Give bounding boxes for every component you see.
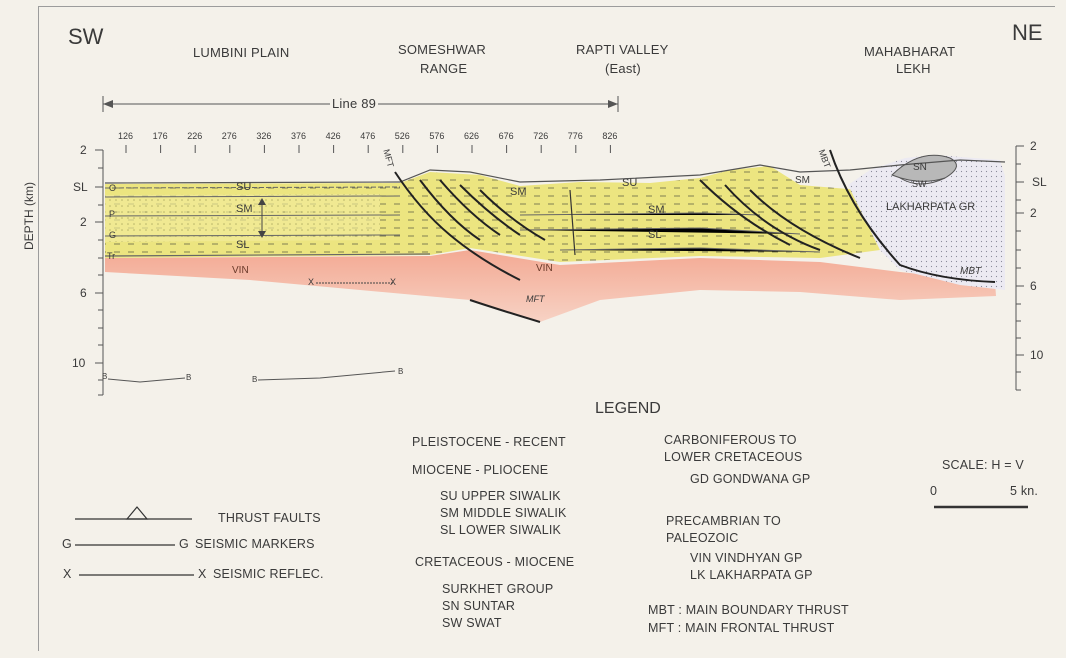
left-tick-2: 2 bbox=[80, 215, 87, 229]
legend-pleistocene: PLEISTOCENE - RECENT bbox=[412, 435, 566, 449]
x-right-marker: X bbox=[390, 277, 396, 287]
legend-su: SU UPPER SIWALIK bbox=[440, 489, 561, 503]
legend-vin: VIN VINDHYAN GP bbox=[690, 551, 803, 565]
left-tick-10: 10 bbox=[72, 356, 85, 370]
sn-label: SN bbox=[913, 162, 927, 173]
right-tick-6: 6 bbox=[1030, 279, 1037, 293]
legend-sl: SL LOWER SIWALIK bbox=[440, 523, 561, 537]
scale-zero: 0 bbox=[930, 484, 937, 498]
legend-gd: GD GONDWANA GP bbox=[690, 472, 810, 486]
legend-x-right: X bbox=[198, 567, 207, 581]
sw-unit-label: SW bbox=[912, 179, 927, 189]
range-label: RANGE bbox=[420, 61, 467, 76]
left-tick-6: 6 bbox=[80, 286, 87, 300]
sm-mbt-label: SM bbox=[795, 175, 810, 186]
shot-point-label: 376 bbox=[291, 131, 306, 141]
legend-g-right: G bbox=[179, 537, 189, 551]
shot-point-label: 776 bbox=[568, 131, 583, 141]
shot-point-label: 276 bbox=[222, 131, 237, 141]
legend-seismic-reflec: SEISMIC REFLEC. bbox=[213, 567, 324, 581]
b-marker-1: B bbox=[102, 372, 107, 381]
legend-g-left: G bbox=[62, 537, 72, 551]
legend-cretaceous: CRETACEOUS - MIOCENE bbox=[415, 555, 574, 569]
su-right-label: SU bbox=[622, 177, 637, 189]
legend-mft: MFT : MAIN FRONTAL THRUST bbox=[648, 621, 834, 635]
shot-point-label: 676 bbox=[499, 131, 514, 141]
right-tick-10: 10 bbox=[1030, 348, 1043, 362]
shot-point-label: 576 bbox=[429, 131, 444, 141]
legend-sw: SW SWAT bbox=[442, 616, 502, 630]
marker-g: G bbox=[109, 230, 116, 240]
legend-carboniferous-1: CARBONIFEROUS TO bbox=[664, 433, 797, 447]
b-marker-4: B bbox=[398, 367, 403, 376]
legend-precambrian-1: PRECAMBRIAN TO bbox=[666, 514, 781, 528]
sw-label: SW bbox=[68, 24, 103, 50]
lakharpata-label: LAKHARPATA GR bbox=[886, 201, 975, 213]
sl-left-label: SL bbox=[236, 239, 249, 251]
right-tick-sl: SL bbox=[1032, 175, 1047, 189]
left-tick-sl: SL bbox=[73, 180, 88, 194]
sm-right-label: SM bbox=[648, 204, 665, 216]
shot-point-label: 626 bbox=[464, 131, 479, 141]
vin-left-label: VIN bbox=[232, 265, 249, 276]
left-tick-2-top: 2 bbox=[80, 143, 87, 157]
vindhyan-unit bbox=[105, 250, 996, 322]
scale-label: SCALE: H = V bbox=[942, 458, 1024, 472]
rapti-label: RAPTI VALLEY bbox=[576, 42, 668, 57]
shot-point-label: 326 bbox=[256, 131, 271, 141]
shot-point-label: 176 bbox=[153, 131, 168, 141]
sm-left-label: SM bbox=[236, 203, 253, 215]
depth-axis-title: DEPTH (km) bbox=[22, 182, 36, 250]
legend-sm: SM MIDDLE SIWALIK bbox=[440, 506, 567, 520]
sm-mid-label: SM bbox=[510, 186, 527, 198]
shot-point-label: 126 bbox=[118, 131, 133, 141]
line-89-label: Line 89 bbox=[330, 96, 378, 111]
sl-right-label: SL bbox=[648, 229, 661, 241]
mbt-bottom-label: MBT bbox=[960, 266, 981, 277]
shot-point-label: 476 bbox=[360, 131, 375, 141]
vin-mid-label: VIN bbox=[536, 263, 553, 274]
legend-carboniferous-2: LOWER CRETACEOUS bbox=[664, 450, 802, 464]
scale-five: 5 kn. bbox=[1010, 484, 1038, 498]
right-tick-2-top: 2 bbox=[1030, 139, 1037, 153]
someshwar-label: SOMESHWAR bbox=[398, 42, 486, 57]
shot-point-label: 426 bbox=[326, 131, 341, 141]
lumbini-label: LUMBINI PLAIN bbox=[193, 45, 290, 60]
east-label: (East) bbox=[605, 61, 641, 76]
legend-lk: LK LAKHARPATA GP bbox=[690, 568, 813, 582]
legend-seismic-markers: SEISMIC MARKERS bbox=[195, 537, 315, 551]
su-label: SU bbox=[236, 181, 251, 193]
legend-surkhet: SURKHET GROUP bbox=[442, 582, 553, 596]
marker-tr: Tr bbox=[107, 251, 115, 261]
b-marker-3: B bbox=[252, 375, 257, 384]
legend-title: LEGEND bbox=[595, 400, 661, 418]
legend-mbt: MBT : MAIN BOUNDARY THRUST bbox=[648, 603, 849, 617]
mahabharat-label: MAHABHARAT bbox=[864, 44, 955, 59]
shot-point-label: 726 bbox=[533, 131, 548, 141]
legend-precambrian-2: PALEOZOIC bbox=[666, 531, 738, 545]
mft-bottom-label: MFT bbox=[526, 294, 545, 304]
x-left-marker: X bbox=[308, 277, 314, 287]
lekh-label: LEKH bbox=[896, 61, 931, 76]
b-marker-2: B bbox=[186, 373, 191, 382]
right-tick-2: 2 bbox=[1030, 206, 1037, 220]
legend-thrust-faults: THRUST FAULTS bbox=[218, 511, 321, 525]
legend-x-left: X bbox=[63, 567, 72, 581]
legend-sn: SN SUNTAR bbox=[442, 599, 515, 613]
marker-p: P bbox=[109, 209, 115, 219]
ne-label: NE bbox=[1012, 20, 1043, 46]
shot-point-label: 226 bbox=[187, 131, 202, 141]
shot-point-label: 826 bbox=[602, 131, 617, 141]
marker-o: O bbox=[109, 183, 116, 193]
shot-point-label: 526 bbox=[395, 131, 410, 141]
legend-miocene: MIOCENE - PLIOCENE bbox=[412, 463, 548, 477]
